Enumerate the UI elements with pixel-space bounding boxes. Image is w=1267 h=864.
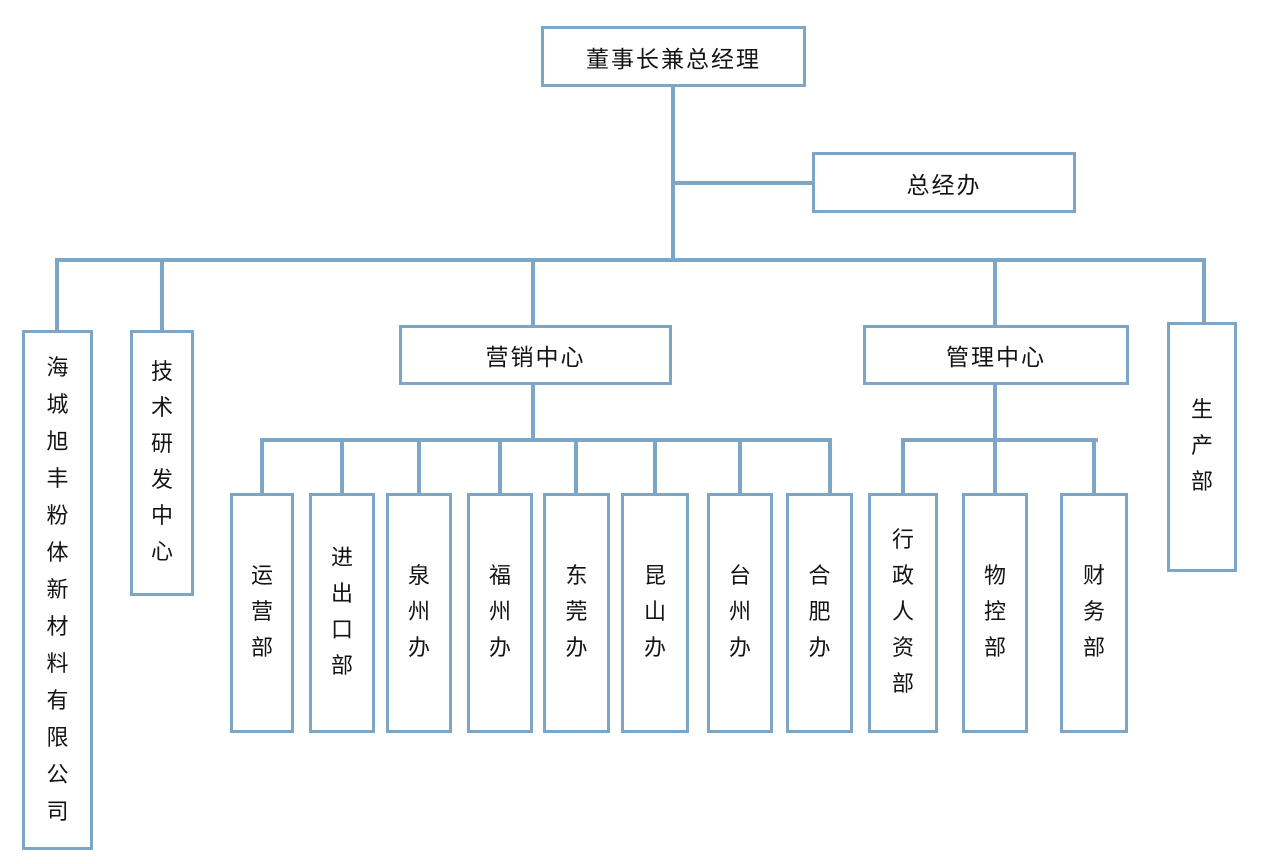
- connector-marketing-riser: [531, 383, 535, 440]
- connector-staff-office-link: [671, 181, 814, 185]
- node-tech-rd-center-label: 技术研发中心: [150, 360, 173, 565]
- node-marketing-center: 营销中心: [399, 325, 672, 385]
- connector-drop-management-center: [993, 258, 997, 327]
- node-dongguan-office: 东莞办: [543, 493, 610, 733]
- node-finance-dept-label: 财务部: [1082, 564, 1105, 661]
- connector-root-riser: [671, 85, 675, 260]
- connector-drop-marketing-child-6: [653, 438, 657, 495]
- node-material-control-dept: 物控部: [962, 493, 1028, 733]
- connector-management-rail: [901, 438, 1098, 442]
- connector-drop-marketing-center: [531, 258, 535, 327]
- node-admin-hr-dept-label: 行政人资部: [891, 528, 914, 697]
- connector-drop-marketing-child-8: [828, 438, 832, 495]
- connector-drop-production-dept: [1202, 258, 1206, 324]
- node-chairman-general-manager-label: 董事长兼总经理: [586, 46, 761, 73]
- node-company: 海城旭丰粉体新材料有限公司: [22, 330, 93, 850]
- connector-drop-marketing-child-3: [417, 438, 421, 495]
- node-import-export-dept: 进出口部: [309, 493, 375, 733]
- node-admin-hr-dept: 行政人资部: [868, 493, 938, 733]
- connector-drop-marketing-child-4: [498, 438, 502, 495]
- node-chairman-general-manager: 董事长兼总经理: [541, 26, 806, 87]
- node-production-dept: 生产部: [1167, 322, 1237, 572]
- node-material-control-dept-label: 物控部: [983, 564, 1006, 661]
- node-dongguan-office-label: 东莞办: [565, 564, 588, 661]
- node-quanzhou-office-label: 泉州办: [407, 564, 430, 661]
- node-marketing-center-label: 营销中心: [485, 345, 586, 371]
- node-production-dept-label: 生产部: [1190, 398, 1213, 495]
- node-management-center: 管理中心: [863, 325, 1129, 385]
- node-operations-dept-label: 运营部: [250, 564, 273, 661]
- connector-main-rail: [55, 258, 1206, 262]
- connector-drop-marketing-child-7: [738, 438, 742, 495]
- node-hefei-office: 合肥办: [786, 493, 853, 733]
- node-fuzhou-office-label: 福州办: [488, 564, 511, 661]
- connector-drop-tech-center: [160, 258, 164, 332]
- node-taizhou-office: 台州办: [707, 493, 773, 733]
- connector-drop-management-child-3: [1092, 438, 1096, 495]
- node-management-center-label: 管理中心: [946, 345, 1046, 371]
- connector-drop-marketing-child-5: [574, 438, 578, 495]
- node-operations-dept: 运营部: [230, 493, 294, 733]
- node-hefei-office-label: 合肥办: [808, 564, 831, 661]
- connector-drop-company: [55, 258, 59, 332]
- node-finance-dept: 财务部: [1060, 493, 1128, 733]
- node-quanzhou-office: 泉州办: [386, 493, 452, 733]
- connector-drop-management-child-2: [993, 438, 997, 495]
- node-general-manager-office-label: 总经办: [906, 172, 982, 199]
- node-tech-rd-center: 技术研发中心: [130, 330, 194, 596]
- connector-management-riser: [993, 383, 997, 440]
- node-company-label: 海城旭丰粉体新材料有限公司: [46, 355, 69, 825]
- connector-drop-marketing-child-1: [260, 438, 264, 495]
- node-import-export-dept-label: 进出口部: [330, 546, 353, 679]
- node-taizhou-office-label: 台州办: [728, 564, 751, 661]
- connector-drop-management-child-1: [901, 438, 905, 495]
- node-fuzhou-office: 福州办: [467, 493, 533, 733]
- node-kunshan-office: 昆山办: [621, 493, 689, 733]
- connector-marketing-rail: [260, 438, 832, 442]
- node-general-manager-office: 总经办: [812, 152, 1076, 213]
- node-kunshan-office-label: 昆山办: [643, 564, 666, 661]
- connector-drop-marketing-child-2: [340, 438, 344, 495]
